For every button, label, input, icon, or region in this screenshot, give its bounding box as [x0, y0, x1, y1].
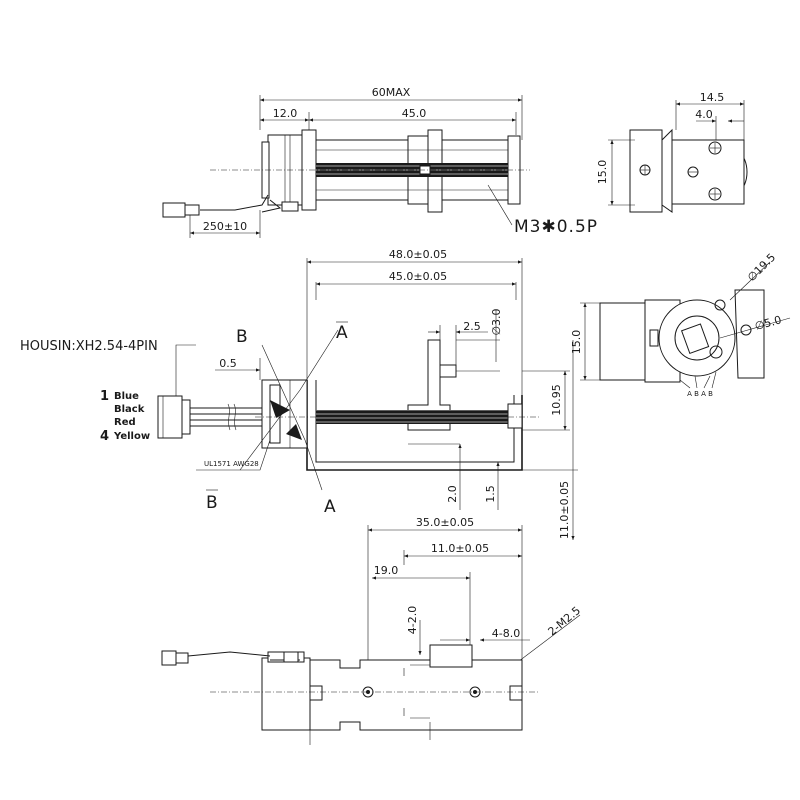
- top-end-view: 14.5 4.0 15.0: [596, 91, 748, 213]
- section-b-bar-label: B: [206, 493, 218, 513]
- top-connector: [162, 202, 186, 218]
- side-view: 15.0 ∅19.5 ∅5.0 A B A B: [570, 251, 791, 398]
- top-view: 60MAX 12.0 45.0: [162, 86, 598, 238]
- dim-19-5-label: ∅19.5: [745, 251, 778, 284]
- wire-4-number: 4: [100, 429, 109, 444]
- dim-45-label: 45.0: [402, 107, 427, 120]
- section-a-bar-label: A: [336, 323, 348, 343]
- wire-2-color: Black: [114, 404, 145, 415]
- wire-1-number: 1: [100, 389, 109, 404]
- bottom-frame: [309, 659, 523, 731]
- wire-bundle: [190, 403, 262, 431]
- dim-250-label: 250±10: [203, 220, 247, 233]
- dim-4-label: 4.0: [695, 108, 713, 121]
- dim-15-side-label: 15.0: [570, 330, 583, 355]
- dim-motor-rail: 12.0 45.0: [260, 107, 517, 135]
- dim-14-5-label: 14.5: [700, 91, 725, 104]
- dim-11-bottom-label: 11.0±0.05: [431, 542, 489, 555]
- dim-0-5-label: 0.5: [219, 357, 237, 370]
- dim-slot-w-label: 4-2.0: [406, 606, 419, 634]
- dim-hole-label: ∅3.0: [490, 308, 503, 335]
- cable-label: UL1571 AWG28: [204, 460, 259, 468]
- dim-10-95-label: 10.95: [550, 384, 563, 416]
- wire-4-color: Yellow: [113, 431, 150, 442]
- dim-1-5-label: 1.5: [484, 485, 497, 503]
- front-view: 48.0±0.05 45.0±0.05 2.5 ∅3.0 10.9: [20, 248, 578, 540]
- housing-label: HOUSIN:XH2.54-4PIN: [20, 339, 158, 354]
- bottom-view: 35.0±0.05 11.0±0.05 19.0 4-2.0 4-8.0 2-M…: [161, 516, 583, 745]
- bottom-slider: [429, 644, 473, 668]
- phase-labels: A B A B: [687, 390, 713, 398]
- front-connector: [157, 395, 183, 439]
- thread-note: M3✱0.5P: [514, 217, 598, 237]
- side-block: [599, 302, 646, 381]
- dim-60max-label: 60MAX: [372, 86, 411, 99]
- bottom-motor: [261, 657, 311, 731]
- bottom-connector: [161, 650, 177, 666]
- wire-3-color: Red: [114, 417, 136, 428]
- section-b-label: B: [236, 327, 248, 347]
- dim-48-label: 48.0±0.05: [389, 248, 447, 261]
- end-block: [629, 129, 663, 213]
- dim-2-5-label: 2.5: [463, 320, 481, 333]
- dim-35-label: 35.0±0.05: [416, 516, 474, 529]
- wire-legend: 1 Blue Black Red 4 Yellow: [100, 389, 150, 444]
- dim-45-front-label: 45.0±0.05: [389, 270, 447, 283]
- dim-2-label: 2.0: [446, 485, 459, 503]
- wire-1-color: Blue: [114, 391, 139, 402]
- dim-11-label: 11.0±0.05: [558, 481, 571, 539]
- dim-12-label: 12.0: [273, 107, 298, 120]
- dim-overall: 60MAX: [259, 86, 523, 140]
- dim-slot-l-label: 4-8.0: [492, 627, 520, 640]
- dim-19-label: 19.0: [374, 564, 399, 577]
- front-slider: [407, 339, 451, 431]
- dim-screw-label: 2-M2.5: [546, 604, 583, 638]
- section-a-label: A: [324, 497, 336, 517]
- dim-15-top-label: 15.0: [596, 160, 609, 185]
